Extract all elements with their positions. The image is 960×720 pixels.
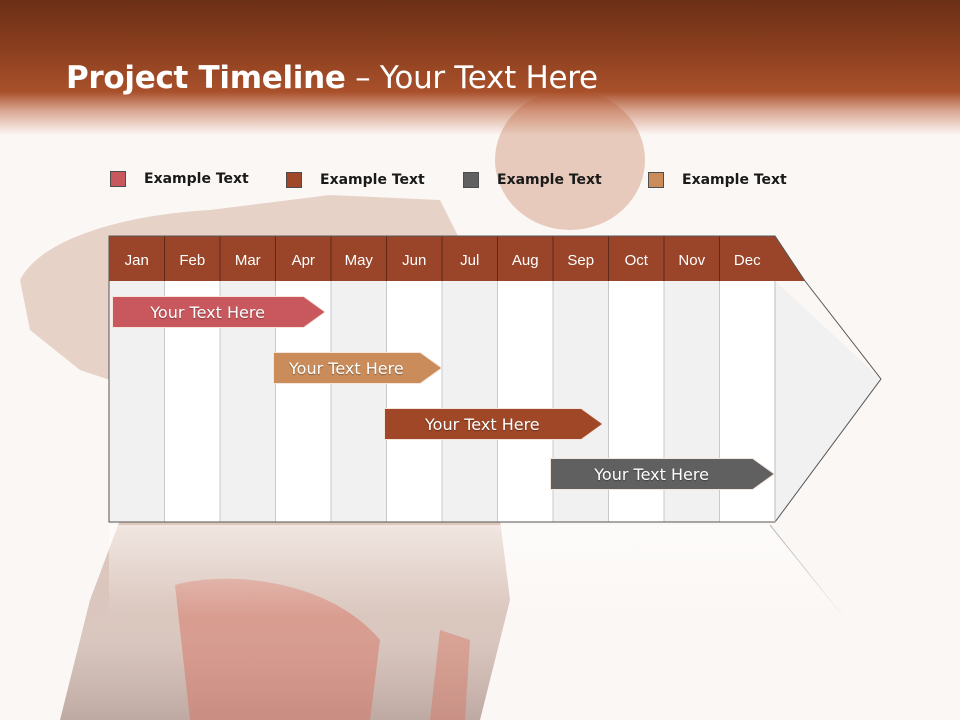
reflection-edge-diagonal xyxy=(769,524,847,621)
task-arrow-shape xyxy=(272,352,442,384)
task-arrow-shape xyxy=(383,408,603,440)
legend-swatch xyxy=(463,172,479,188)
task-arrow: Your Text Here xyxy=(550,458,775,490)
month-column xyxy=(497,281,553,522)
month-label: May xyxy=(345,252,374,269)
month-label: Dec xyxy=(734,252,761,269)
month-label: Nov xyxy=(678,252,705,269)
month-label: Jun xyxy=(402,252,426,269)
task-label: Your Text Here xyxy=(425,414,540,434)
legend-label: Example Text xyxy=(497,172,602,188)
month-label: Jan xyxy=(125,252,149,269)
task-arrow-shape xyxy=(550,458,775,490)
month-column xyxy=(386,281,442,522)
timeline-reflection xyxy=(109,525,846,617)
month-label: Apr xyxy=(292,252,315,269)
page-title: Project Timeline – Your Text Here xyxy=(66,60,598,96)
legend-swatch xyxy=(648,172,664,188)
legend-label: Example Text xyxy=(682,172,787,188)
task-arrow-shape xyxy=(111,296,326,328)
month-column xyxy=(442,281,498,522)
task-arrow: Your Text Here xyxy=(272,352,442,384)
timeline-outline xyxy=(108,235,882,523)
page-title-bold: Project Timeline xyxy=(66,60,346,96)
legend-swatch xyxy=(110,171,126,187)
task-label: Your Text Here xyxy=(150,302,265,322)
legend-label: Example Text xyxy=(144,171,249,187)
legend-label: Example Text xyxy=(320,172,425,188)
legend-item: Example Text xyxy=(648,172,787,188)
task-arrow: Your Text Here xyxy=(111,296,326,328)
task-label: Your Text Here xyxy=(289,358,404,378)
legend-item: Example Text xyxy=(286,172,425,188)
month-label: Oct xyxy=(625,252,649,269)
page-title-rest: – Your Text Here xyxy=(345,60,598,96)
month-label: Feb xyxy=(179,252,205,269)
month-label: Sep xyxy=(567,252,594,269)
task-arrow: Your Text Here xyxy=(383,408,603,440)
legend-item: Example Text xyxy=(110,171,249,187)
task-label: Your Text Here xyxy=(594,464,709,484)
month-column xyxy=(331,281,387,522)
legend-item: Example Text xyxy=(463,172,602,188)
header-band xyxy=(0,0,960,135)
month-label: Jul xyxy=(460,252,479,269)
month-label: Aug xyxy=(512,252,539,269)
timeline-arrow-head xyxy=(775,281,881,522)
legend-swatch xyxy=(286,172,302,188)
month-label: Mar xyxy=(235,252,261,269)
